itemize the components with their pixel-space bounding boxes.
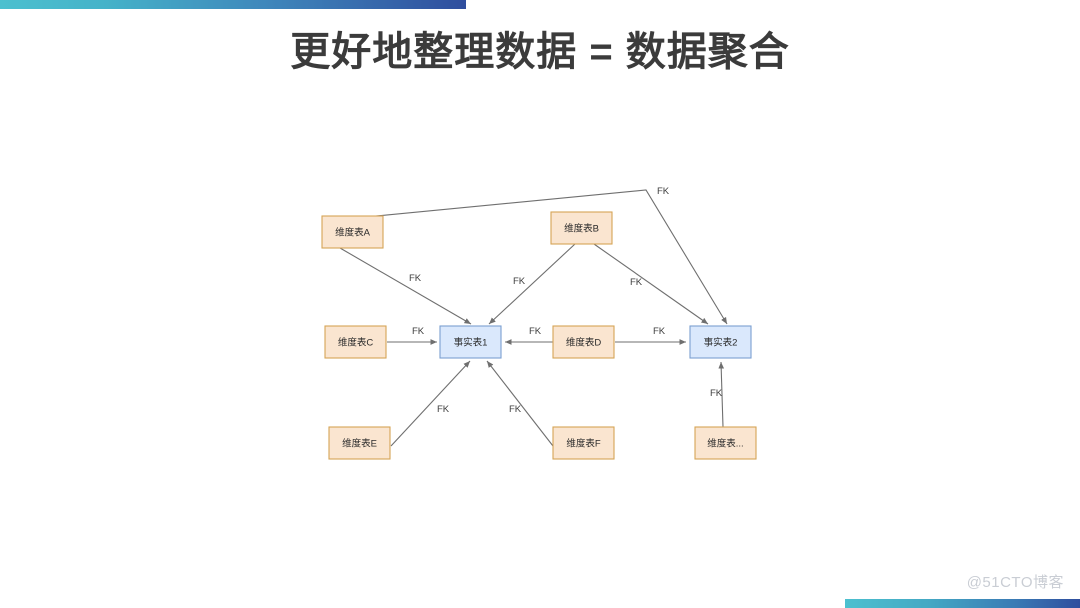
- node-label-dimA: 维度表A: [335, 227, 371, 239]
- edge-dimA-to-fact2: [355, 189, 728, 325]
- edge-dimX-to-fact2: [718, 361, 725, 428]
- node-dimB[interactable]: 维度表B: [550, 211, 613, 245]
- edge-label-fk: FK: [529, 326, 542, 337]
- node-box-fact[interactable]: [439, 325, 502, 359]
- edge-dimB-to-fact2: [593, 243, 709, 325]
- node-box-dimension[interactable]: [694, 426, 757, 460]
- edge-dimB-to-fact1: [488, 243, 576, 325]
- node-label-dimB: 维度表B: [564, 223, 599, 235]
- node-box-dimension[interactable]: [321, 215, 384, 249]
- diagram-nodes: 维度表A 维度表B 维度表C 维度表D 维度表E 维度表F 维度表... 事实表1 事实表2: [321, 211, 757, 460]
- node-label-dimF: 维度表F: [566, 438, 601, 450]
- edge-label-fk: FK: [409, 273, 422, 284]
- node-box-dimension[interactable]: [552, 325, 615, 359]
- edge-label-fk: FK: [630, 277, 643, 288]
- edge-label-fk: FK: [513, 276, 526, 287]
- node-fact1[interactable]: 事实表1: [439, 325, 502, 359]
- node-label-dimX: 维度表...: [707, 438, 743, 450]
- node-label-fact2: 事实表2: [704, 337, 738, 349]
- node-dimD[interactable]: 维度表D: [552, 325, 615, 359]
- node-dimC[interactable]: 维度表C: [324, 325, 387, 359]
- edge-label-fk: FK: [509, 404, 522, 415]
- decorative-top-bar: [0, 0, 466, 9]
- decorative-bottom-bar: [845, 599, 1080, 608]
- diagram-edges: FK FK FK FK FK FK FK FK FK FK: [339, 186, 728, 447]
- node-fact2[interactable]: 事实表2: [689, 325, 752, 359]
- edge-label-fk: FK: [412, 326, 425, 337]
- edge-label-fk: FK: [437, 404, 450, 415]
- node-label-dimD: 维度表D: [566, 337, 602, 349]
- node-label-fact1: 事实表1: [454, 337, 488, 349]
- edge-dimE-to-fact1: [390, 360, 471, 447]
- node-label-dimC: 维度表C: [338, 337, 374, 349]
- node-dimE[interactable]: 维度表E: [328, 426, 391, 460]
- page-title: 更好地整理数据 = 数据聚合: [290, 30, 790, 74]
- watermark: @51CTO博客: [966, 574, 1064, 591]
- edge-label-fk: FK: [657, 186, 670, 197]
- node-box-dimension[interactable]: [324, 325, 387, 359]
- edge-dimF-to-fact1: [486, 360, 554, 447]
- edge-label-fk: FK: [710, 388, 723, 399]
- node-box-dimension[interactable]: [328, 426, 391, 460]
- node-label-dimE: 维度表E: [342, 438, 377, 450]
- node-box-dimension[interactable]: [550, 211, 613, 245]
- edge-label-fk: FK: [653, 326, 666, 337]
- node-dimX[interactable]: 维度表...: [694, 426, 757, 460]
- node-box-fact[interactable]: [689, 325, 752, 359]
- node-dimF[interactable]: 维度表F: [552, 426, 615, 460]
- node-box-dimension[interactable]: [552, 426, 615, 460]
- node-dimA[interactable]: 维度表A: [321, 215, 384, 249]
- edge-dimA-to-fact1: [339, 247, 472, 325]
